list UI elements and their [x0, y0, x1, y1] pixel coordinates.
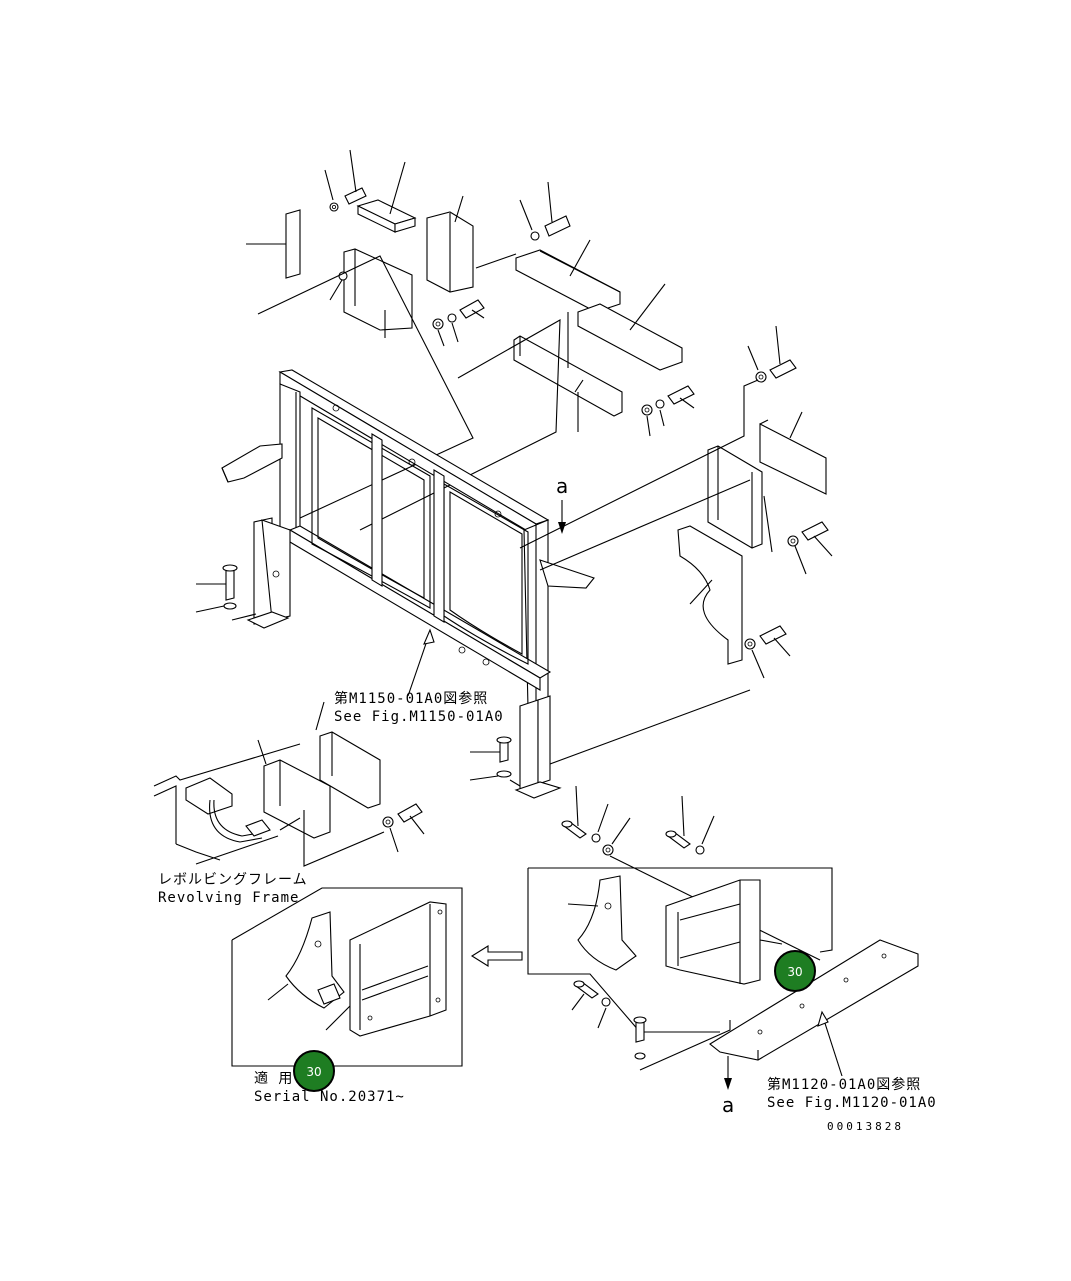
- left-bolt-group: [195, 564, 257, 621]
- detail-box-right: a: [527, 867, 919, 1117]
- serial-jp: 適 用: [254, 1070, 293, 1087]
- callout-badge-left-label: 30: [306, 1065, 321, 1079]
- ref-m1150-jp: 第M1150-01A0図参照: [334, 690, 488, 707]
- ref-m1120-en: See Fig.M1120-01A0: [767, 1095, 937, 1111]
- ref-m1150-en: See Fig.M1150-01A0: [334, 709, 504, 725]
- drawing-number: 00013828: [827, 1120, 904, 1133]
- revolving-frame-label: レボルビングフレーム Revolving Frame: [158, 872, 308, 906]
- revolving-frame-jp: レボルビングフレーム: [158, 872, 308, 888]
- callout-badge-left[interactable]: 30: [293, 1050, 335, 1092]
- view-marker-top: a: [556, 474, 568, 534]
- right-panels: [519, 325, 833, 765]
- callout-badge-right-label: 30: [787, 965, 802, 979]
- detail-box-left: [231, 887, 463, 1067]
- main-frame: [221, 369, 595, 799]
- revolving-frame-assembly: [153, 701, 425, 867]
- view-marker-bottom-label: a: [722, 1093, 734, 1117]
- serial-en: Serial No.20371~: [254, 1089, 405, 1105]
- hollow-arrow-icon: [470, 945, 523, 967]
- view-marker-top-label: a: [556, 474, 568, 498]
- ref-m1120-jp: 第M1120-01A0図参照: [767, 1076, 921, 1093]
- callout-badge-right[interactable]: 30: [774, 950, 816, 992]
- reference-label-m1150: 第M1150-01A0図参照 See Fig.M1150-01A0: [334, 690, 504, 725]
- top-left-parts: [246, 149, 485, 519]
- foot-bolt-group: [469, 736, 521, 787]
- serial-label: 適 用 Serial No.20371~: [254, 1070, 405, 1105]
- reference-label-m1120: 第M1120-01A0図参照 See Fig.M1120-01A0: [767, 1076, 937, 1111]
- top-middle-parts: [359, 181, 695, 531]
- lower-bolt-sets: [561, 785, 821, 961]
- revolving-frame-en: Revolving Frame: [158, 890, 299, 906]
